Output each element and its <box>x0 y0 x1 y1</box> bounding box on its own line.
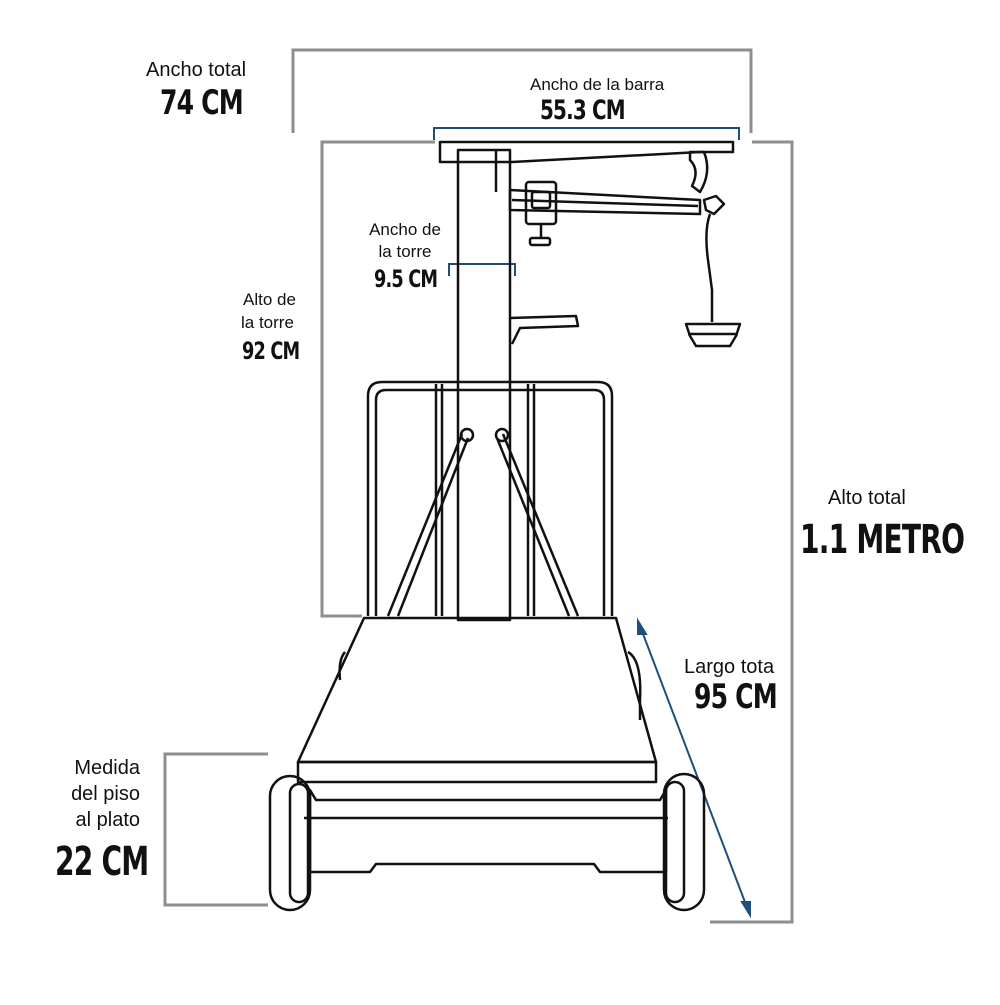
base-body <box>308 788 668 874</box>
length-arrow-bottom <box>740 901 751 919</box>
tower-height-value: 92 CM <box>242 337 300 365</box>
wheel-right <box>662 772 706 912</box>
total-height-value: 1.1 METRO <box>800 517 965 563</box>
counterweight-pan <box>684 322 742 348</box>
wheel-left <box>268 774 312 912</box>
back-rest <box>366 380 614 616</box>
tower-width-title-1: Ancho de <box>369 220 441 239</box>
total-width-value: 74 CM <box>160 83 244 123</box>
hanger-rod <box>705 213 714 322</box>
brace-left <box>386 433 464 617</box>
floor-to-plate-title-3: al plato <box>75 809 141 831</box>
tower-width-line <box>448 263 516 276</box>
dimension-brackets <box>163 48 794 924</box>
tower-height-title-2: la torre <box>241 313 294 332</box>
side-bracket <box>509 314 580 345</box>
total-height-bracket <box>710 140 794 924</box>
measure-lines <box>433 127 751 919</box>
hanger-clip <box>702 194 726 216</box>
tower-width-title-2: la torre <box>378 242 432 261</box>
wheel-back-right <box>627 650 642 720</box>
poise <box>524 180 558 226</box>
length-arrow-top <box>637 617 648 635</box>
wheel-back-left <box>338 651 346 681</box>
platform-top <box>296 616 658 764</box>
tower-height-title-1: Alto de <box>243 290 296 309</box>
bar-width-value: 55.3 CM <box>540 95 626 126</box>
bar-width-line <box>433 127 740 140</box>
floor-to-plate-bracket <box>163 752 268 907</box>
platform-edge <box>296 760 658 784</box>
tower-height-bracket <box>320 140 435 618</box>
scale-illustration <box>268 140 742 912</box>
total-length-value: 95 CM <box>694 677 778 717</box>
total-height-title: Alto total <box>828 487 906 509</box>
floor-to-plate-title-1: Medida <box>74 757 140 779</box>
bolt-left <box>459 427 475 443</box>
tower <box>456 148 512 622</box>
beam-hook <box>688 150 709 194</box>
weighing-bar <box>508 188 702 216</box>
length-line <box>639 625 749 911</box>
tower-width-value: 9.5 CM <box>374 265 438 293</box>
bolt-right <box>494 427 510 443</box>
total-width-title: Ancho total <box>146 59 247 81</box>
total-width-bracket <box>291 48 753 133</box>
bar-width-title: Ancho de la barra <box>530 75 665 94</box>
floor-to-plate-title-2: del piso <box>71 783 140 805</box>
brace-right <box>501 433 580 617</box>
total-length-title: Largo tota <box>684 656 775 678</box>
floor-to-plate-value: 22 CM <box>55 839 149 885</box>
